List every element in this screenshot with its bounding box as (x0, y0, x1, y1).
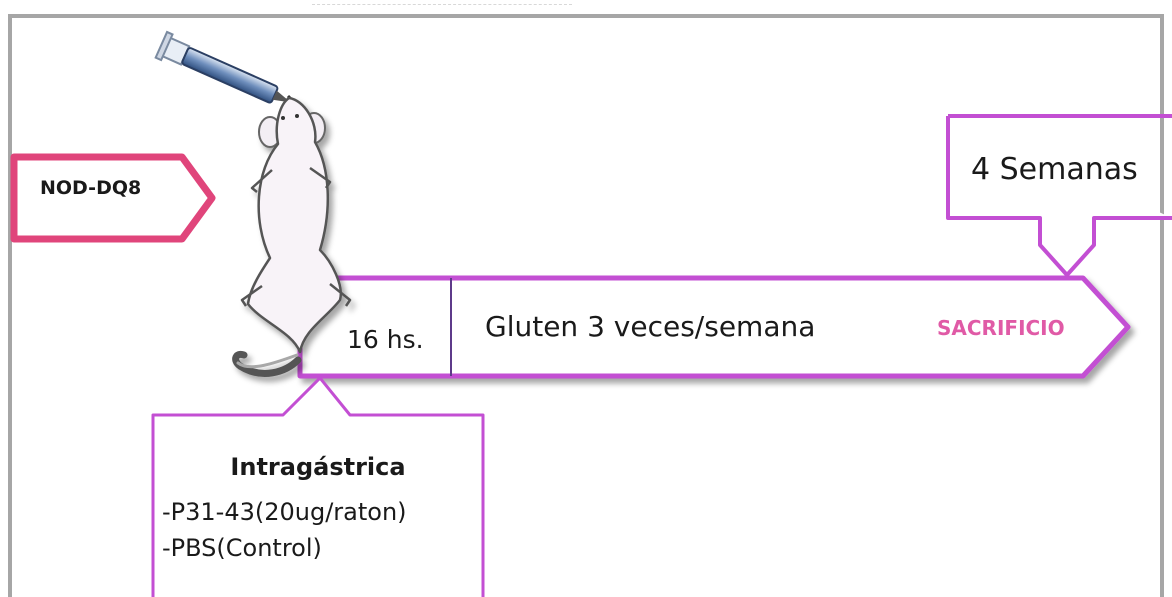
duration-callout-shape (948, 116, 1172, 275)
treatment-label: Gluten 3 veces/semana (485, 310, 815, 343)
initial-period-label: 16 hs. (347, 325, 424, 354)
duration-label: 4 Semanas (971, 152, 1138, 187)
administration-route-title: Intragástrica (153, 453, 483, 481)
treatment-group-list: -P31-43(20ug/raton) -PBS(Control) (162, 494, 407, 566)
endpoint-label: SACRIFICIO (937, 316, 1065, 340)
treatment-group-item: -P31-43(20ug/raton) (162, 494, 407, 530)
strain-label: NOD-DQ8 (40, 177, 141, 199)
treatment-group-item: -PBS(Control) (162, 530, 407, 566)
syringe-icon (156, 32, 301, 117)
